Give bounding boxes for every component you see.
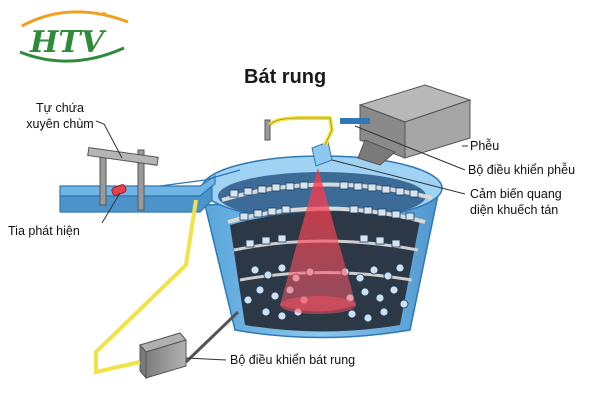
bowl-controller-label: Bộ điều khiển bát rung [230,353,356,367]
through-beam-sensor [87,147,159,211]
hopper-controller-label: Bộ điều khiển phễu [468,163,576,177]
diffuse-sensor-bracket [264,119,333,167]
diffuse-beam [280,168,356,314]
logo-text: HTV [29,25,107,60]
detect-beam-label: Tia phát hiện [8,224,80,238]
cables [94,116,335,375]
diffuse-sensor-label: Cảm biến quang diện khuếch tán [470,186,594,218]
leader-lines [95,120,468,361]
hopper-label: Phễu [470,139,500,153]
hopper [340,84,472,166]
through-beam-label-line1: Tự chứa [36,101,84,115]
through-beam-label: Tự chứa xuyên chùm [14,100,106,132]
diffuse-sensor-label-line2: diện khuếch tán [470,203,559,217]
htv-logo: HTV [19,10,129,63]
diffuse-sensor-label-line1: Cảm biến quang [470,187,562,201]
diagram-title: Bát rung [244,66,327,88]
through-beam-label-line2: xuyên chùm [26,117,94,131]
bowl-controller-box [139,332,187,380]
